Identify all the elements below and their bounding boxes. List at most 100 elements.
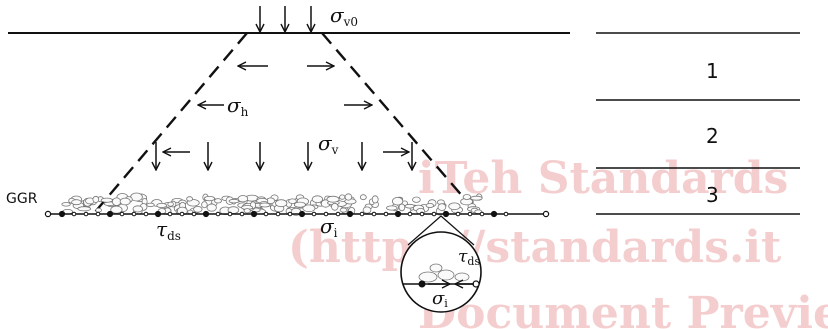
geogrid-node [371, 211, 377, 217]
gravel-particle [201, 201, 208, 209]
gravel-particle [100, 197, 113, 203]
gravel-particle [95, 207, 102, 213]
gravel-particle [311, 195, 323, 204]
geogrid-node [490, 210, 498, 218]
gravel-particle [228, 198, 240, 204]
geogrid-node [263, 211, 269, 217]
geogrid-node [359, 211, 365, 217]
watermark-line-2: (https://standards.it [288, 222, 782, 273]
gravel-particle [470, 195, 483, 201]
geogrid-node [323, 211, 329, 217]
geogrid-node [250, 210, 258, 218]
gravel-particle [288, 198, 297, 204]
geogrid-node [383, 211, 389, 217]
geogrid-node [71, 211, 77, 217]
geogrid-node [503, 211, 509, 217]
gravel-particle [275, 199, 288, 208]
detail-gravel [418, 263, 470, 283]
gravel-layer [61, 192, 483, 216]
geogrid-node [335, 211, 341, 217]
legend-item-1: 1 [706, 59, 719, 83]
geogrid-end-nodes [44, 210, 550, 218]
gravel-particle [339, 194, 346, 200]
gravel-particle [344, 193, 353, 201]
sigma-v-label: σv [318, 131, 339, 157]
gravel-particle [186, 196, 194, 202]
gravel-particle [448, 202, 461, 211]
ggr-label: GGR [6, 191, 38, 207]
vertical-stress-arrows [156, 142, 412, 170]
geogrid-nodes [58, 210, 509, 218]
geogrid-node [95, 211, 101, 217]
geogrid-node [275, 211, 281, 217]
geogrid-node [215, 211, 221, 217]
gravel-particle [362, 206, 372, 214]
geogrid-node [143, 211, 149, 217]
geogrid-node [167, 211, 173, 217]
geogrid-node [311, 211, 317, 217]
gravel-particle [77, 206, 92, 212]
geogrid-node [442, 210, 450, 218]
geogrid-node [239, 211, 245, 217]
geogrid-node [58, 210, 66, 218]
gravel-particle [146, 202, 155, 208]
sigma-v0-label: σv0 [330, 3, 358, 29]
geogrid-node [407, 211, 413, 217]
gravel-particle [371, 195, 379, 204]
gravel-particle [119, 197, 131, 206]
gravel-particle [61, 202, 71, 207]
legend-item-2: 2 [706, 124, 719, 148]
gravel-particle [259, 202, 271, 208]
gravel-particle [404, 203, 415, 209]
gravel-particle [437, 203, 447, 211]
gravel-particle [398, 203, 406, 212]
geogrid-node [479, 211, 485, 217]
gravel-particle [326, 195, 340, 203]
watermark-line-3: Document Previe [418, 288, 828, 329]
gravel-particle [339, 207, 348, 213]
geogrid-node [191, 211, 197, 217]
gravel-particle [331, 202, 339, 211]
geogrid-node [106, 210, 114, 218]
gravel-particle [243, 208, 251, 214]
geogrid-node [419, 211, 425, 217]
gravel-particle [462, 194, 472, 200]
geogrid-node [431, 211, 437, 217]
sigma-i-detail-label: σi [432, 288, 448, 310]
legend-item-3: 3 [706, 183, 719, 207]
geogrid-node [287, 211, 293, 217]
tau-ds-detail-label: τds [458, 247, 480, 268]
gravel-particle [167, 201, 174, 207]
gravel-particle [203, 196, 216, 202]
legend [596, 32, 800, 215]
gravel-particle [386, 205, 398, 211]
sigma-h-label: σh [227, 93, 249, 119]
geogrid-node [298, 210, 306, 218]
gravel-particle [92, 195, 100, 203]
horizontal-stress-arrows [163, 66, 409, 152]
gravel-particle [112, 197, 122, 206]
gravel-particle [206, 203, 217, 212]
geogrid-node [227, 211, 233, 217]
geogrid-node [346, 210, 354, 218]
sigma-i-label: σi [320, 214, 338, 240]
gravel-particle [237, 195, 249, 203]
detail-magnifier: τds σi [400, 215, 482, 313]
gravel-particle [156, 202, 168, 208]
geogrid-node [202, 210, 210, 218]
geogrid-node [154, 210, 162, 218]
geogrid-node [394, 210, 402, 218]
load-spread-line-left [94, 32, 248, 213]
gravel-particle [214, 198, 222, 204]
gravel-particle [132, 205, 144, 213]
tau-ds-label: τds [156, 217, 181, 243]
geogrid-node [83, 211, 89, 217]
watermark: iTeh Standards (https://standards.it Doc… [288, 153, 828, 329]
gravel-particle [71, 199, 82, 206]
surcharge-arrows [260, 6, 311, 32]
geogrid-node [119, 211, 125, 217]
geogrid-node [455, 211, 461, 217]
gravel-particle [412, 196, 421, 203]
gravel-particle [425, 202, 434, 208]
